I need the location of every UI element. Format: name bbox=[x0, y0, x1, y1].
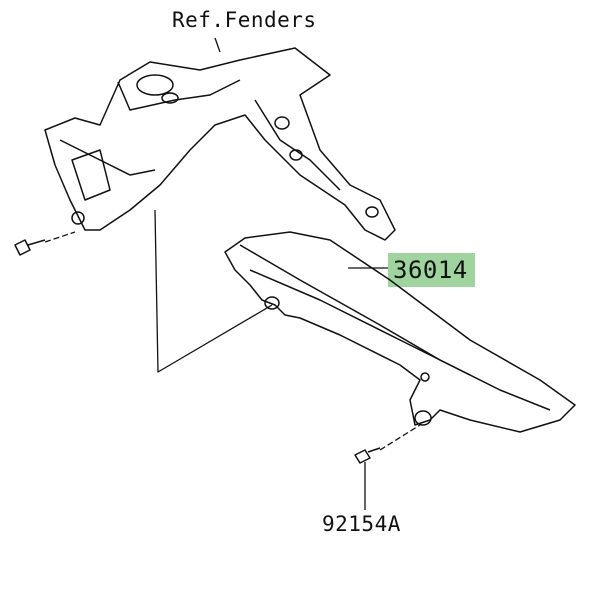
bolt-left bbox=[14, 239, 46, 256]
part-number-92154a[interactable]: 92154A bbox=[322, 512, 401, 536]
chain-cover-part bbox=[224, 231, 576, 433]
part-number-36014[interactable]: 36014 bbox=[393, 256, 468, 284]
ref-fenders-label[interactable]: Ref.Fenders bbox=[172, 8, 317, 32]
leader-lines bbox=[44, 37, 421, 510]
rear-fender-part bbox=[44, 47, 396, 241]
part-highlight[interactable] bbox=[388, 253, 475, 287]
bolt-bottom bbox=[354, 447, 381, 464]
